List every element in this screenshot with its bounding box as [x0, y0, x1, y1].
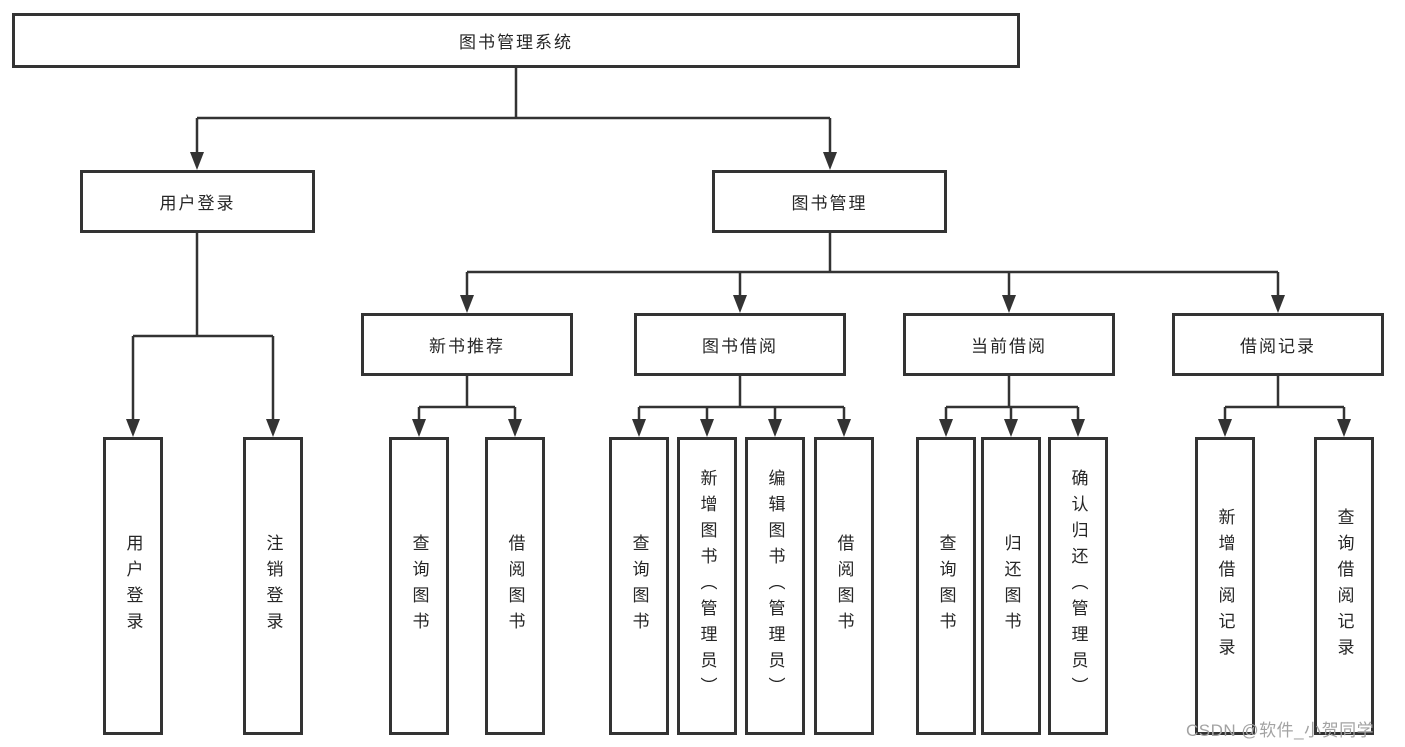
- leaf-query-books: 查询图书: [389, 437, 449, 735]
- connector-bookmgmt-to-level3: [460, 233, 1285, 313]
- connector-records-to-leaves: [1218, 376, 1351, 437]
- leaf-label: 查询图书: [409, 534, 429, 638]
- leaf-label: 注销登录: [263, 534, 283, 638]
- leaf-add-books-admin: 新增图书（管理员）: [677, 437, 737, 735]
- leaf-label: 借阅图书: [505, 534, 525, 638]
- leaf-label: 查询图书: [936, 534, 956, 638]
- leaf-add-borrow-record: 新增借阅记录: [1195, 437, 1255, 735]
- leaf-query-books: 查询图书: [609, 437, 669, 735]
- node-root-system: 图书管理系统: [12, 13, 1020, 68]
- node-borrowing-records: 借阅记录: [1172, 313, 1384, 376]
- node-new-book-recommendation: 新书推荐: [361, 313, 573, 376]
- node-label: 借阅记录: [1240, 337, 1316, 356]
- leaf-confirm-return-admin: 确认归还（管理员）: [1048, 437, 1108, 735]
- leaf-label: 用户登录: [123, 534, 143, 638]
- leaf-label: 新增借阅记录: [1215, 508, 1235, 664]
- node-book-borrowing: 图书借阅: [634, 313, 846, 376]
- node-label: 图书管理系统: [459, 33, 573, 52]
- connector-newbook-to-leaves: [412, 376, 522, 437]
- leaf-label: 归还图书: [1001, 534, 1021, 638]
- node-label: 当前借阅: [971, 337, 1047, 356]
- connector-bookborrow-to-leaves: [632, 376, 851, 437]
- node-user-login-branch: 用户登录: [80, 170, 315, 233]
- leaf-label: 借阅图书: [834, 534, 854, 638]
- node-book-management-branch: 图书管理: [712, 170, 947, 233]
- leaf-query-borrow-record: 查询借阅记录: [1314, 437, 1374, 735]
- node-label: 图书借阅: [702, 337, 778, 356]
- leaf-query-books: 查询图书: [916, 437, 976, 735]
- leaf-label: 查询图书: [629, 534, 649, 638]
- leaf-label: 确认归还（管理员）: [1068, 469, 1088, 703]
- node-label: 用户登录: [159, 194, 236, 213]
- leaf-return-books: 归还图书: [981, 437, 1041, 735]
- csdn-watermark: CSDN @软件_小贺同学: [1186, 721, 1375, 740]
- connector-currentborrow-to-leaves: [939, 376, 1085, 437]
- leaf-label: 新增图书（管理员）: [697, 469, 717, 703]
- leaf-edit-books-admin: 编辑图书（管理员）: [745, 437, 805, 735]
- leaf-label: 查询借阅记录: [1334, 508, 1354, 664]
- leaf-borrow-books: 借阅图书: [814, 437, 874, 735]
- leaf-logout: 注销登录: [243, 437, 303, 735]
- node-label: 图书管理: [791, 194, 868, 213]
- connector-root-to-level2: [190, 68, 837, 170]
- connector-userlogin-to-leaves: [126, 233, 280, 437]
- leaf-user-login: 用户登录: [103, 437, 163, 735]
- node-label: 新书推荐: [429, 337, 505, 356]
- node-current-borrowing: 当前借阅: [903, 313, 1115, 376]
- leaf-borrow-books: 借阅图书: [485, 437, 545, 735]
- leaf-label: 编辑图书（管理员）: [765, 469, 785, 703]
